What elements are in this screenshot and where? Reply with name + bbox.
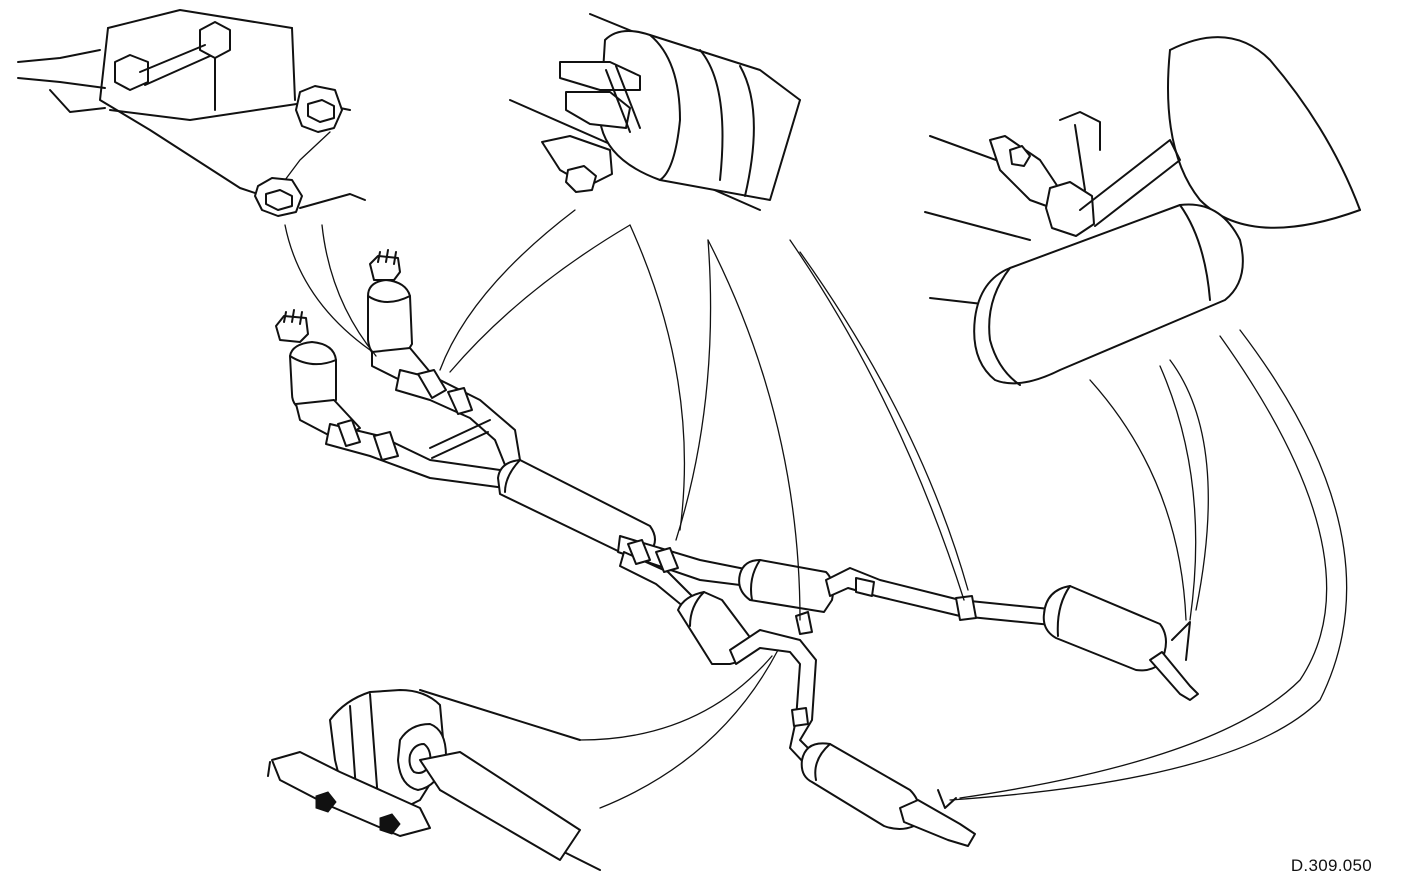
leader-lines xyxy=(284,209,1348,809)
detail-pipe-clamp xyxy=(509,13,801,211)
detail-rear-hanger xyxy=(924,36,1361,386)
front-resonator xyxy=(497,459,656,553)
middle-muffler-right xyxy=(738,559,835,613)
detail-body-mount-nuts xyxy=(17,9,366,217)
rear-silencer-right xyxy=(1042,585,1199,701)
exhaust-assembly xyxy=(275,249,1199,847)
figure-reference: D.309.050 xyxy=(1290,856,1372,875)
rear-silencer-left xyxy=(800,742,976,847)
detail-front-bracket xyxy=(267,689,601,871)
catalytic-converter-upper xyxy=(367,249,431,385)
